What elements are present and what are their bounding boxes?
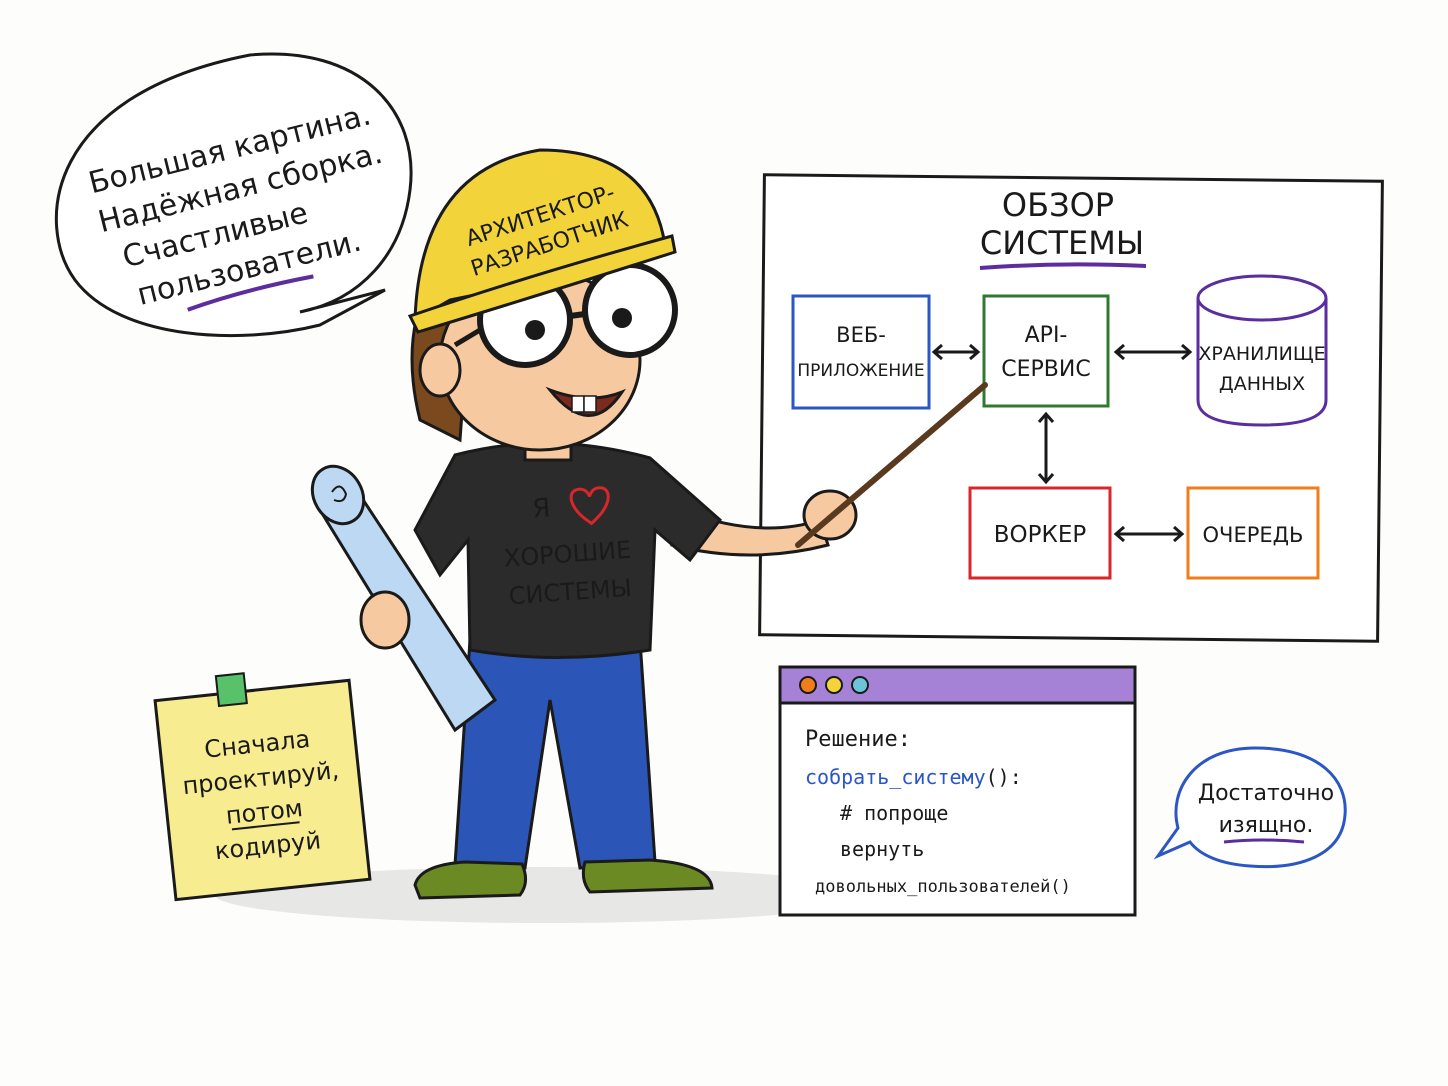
- board-title-line-2: СИСТЕМЫ: [980, 224, 1144, 262]
- small-bubble-underline: [1223, 838, 1305, 844]
- node-web-app: ВЕБ- ПРИЛОЖЕНИЕ: [791, 294, 931, 410]
- small-bubble-line-1: Достаточно: [1198, 781, 1334, 806]
- arrow-web-api: [931, 343, 981, 361]
- tape: [214, 672, 248, 708]
- small-speech-bubble: Достаточно изящно.: [1153, 746, 1347, 869]
- code-func-rest: ():: [986, 765, 1022, 789]
- arrow-api-worker: [1037, 411, 1055, 485]
- window-dot-yellow-icon: [825, 676, 843, 694]
- board-title-underline: [979, 262, 1147, 270]
- architect-developer-character: Я ХОРОШИЕ СИСТЕМЫ: [215, 148, 988, 923]
- blueprint-roll: [310, 464, 498, 733]
- arrow-api-store: [1113, 343, 1193, 361]
- window-dot-orange-icon: [799, 676, 817, 694]
- diagram-arrows: [931, 343, 1193, 543]
- code-heading: Решение:: [805, 727, 911, 752]
- code-line-1: собрать_систему():: [805, 765, 1022, 789]
- code-line-3: вернуть: [840, 837, 924, 861]
- code-line-4: довольных_пользователей(): [815, 877, 1071, 897]
- arrow-worker-queue: [1113, 525, 1185, 543]
- shirt-line-1: Я: [531, 493, 551, 524]
- node-store-line-1: ХРАНИЛИЩЕ: [1198, 343, 1325, 365]
- speech-underline: [187, 274, 314, 312]
- node-api-line-2: СЕРВИС: [1001, 357, 1090, 382]
- node-worker: ВОРКЕР: [968, 486, 1112, 580]
- code-func-name: собрать_систему: [805, 765, 986, 789]
- system-overview-board: ОБЗОР СИСТЕМЫ ВЕБ- ПРИЛОЖЕНИЕ API- СЕРВИ…: [758, 173, 1384, 643]
- node-web-line-2: ПРИЛОЖЕНИЕ: [797, 361, 924, 381]
- tooth-right: [583, 395, 597, 413]
- tooth-left: [571, 395, 585, 413]
- glasses-icon: [453, 262, 678, 368]
- node-api-line-1: API-: [1025, 323, 1068, 348]
- node-data-store: ХРАНИЛИЩЕ ДАННЫХ: [1196, 274, 1328, 427]
- node-store-line-2: ДАННЫХ: [1219, 373, 1305, 395]
- ear: [418, 342, 462, 398]
- holding-hand: [359, 590, 411, 650]
- sticky-note: Сначала проектируй, потом кодируй: [153, 672, 372, 902]
- node-queue: ОЧЕРЕДЬ: [1186, 486, 1320, 580]
- hard-hat: АРХИТЕКТОР- РАЗРАБОТЧИК: [407, 148, 677, 334]
- pointer-stick: [795, 382, 988, 548]
- code-line-2: # попроще: [840, 801, 948, 825]
- heart-icon: [569, 486, 610, 526]
- board-title-line-1: ОБЗОР: [1002, 186, 1114, 224]
- speech-bubble: Большая картина. Надёжная сборка. Счастл…: [54, 52, 413, 338]
- left-shoe: [413, 860, 527, 900]
- node-web-line-1: ВЕБ-: [836, 323, 886, 347]
- pants: [453, 638, 657, 870]
- window-dot-blue-icon: [851, 676, 869, 694]
- small-bubble-line-2: изящно.: [1219, 813, 1314, 838]
- node-queue-label: ОЧЕРЕДЬ: [1203, 523, 1304, 547]
- right-shoe: [581, 858, 714, 894]
- node-worker-label: ВОРКЕР: [994, 522, 1087, 548]
- node-api-service: API- СЕРВИС: [982, 294, 1110, 408]
- code-window: Решение: собрать_систему(): # попроще ве…: [778, 665, 1137, 917]
